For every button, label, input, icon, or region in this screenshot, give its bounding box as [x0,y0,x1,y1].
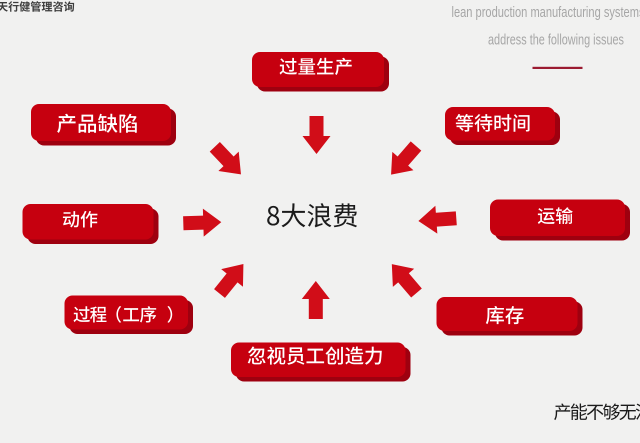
svg-text:lean production manufacturing: lean production manufacturing systems [452,5,640,21]
svg-text:address the following issues: address the following issues [488,33,624,49]
